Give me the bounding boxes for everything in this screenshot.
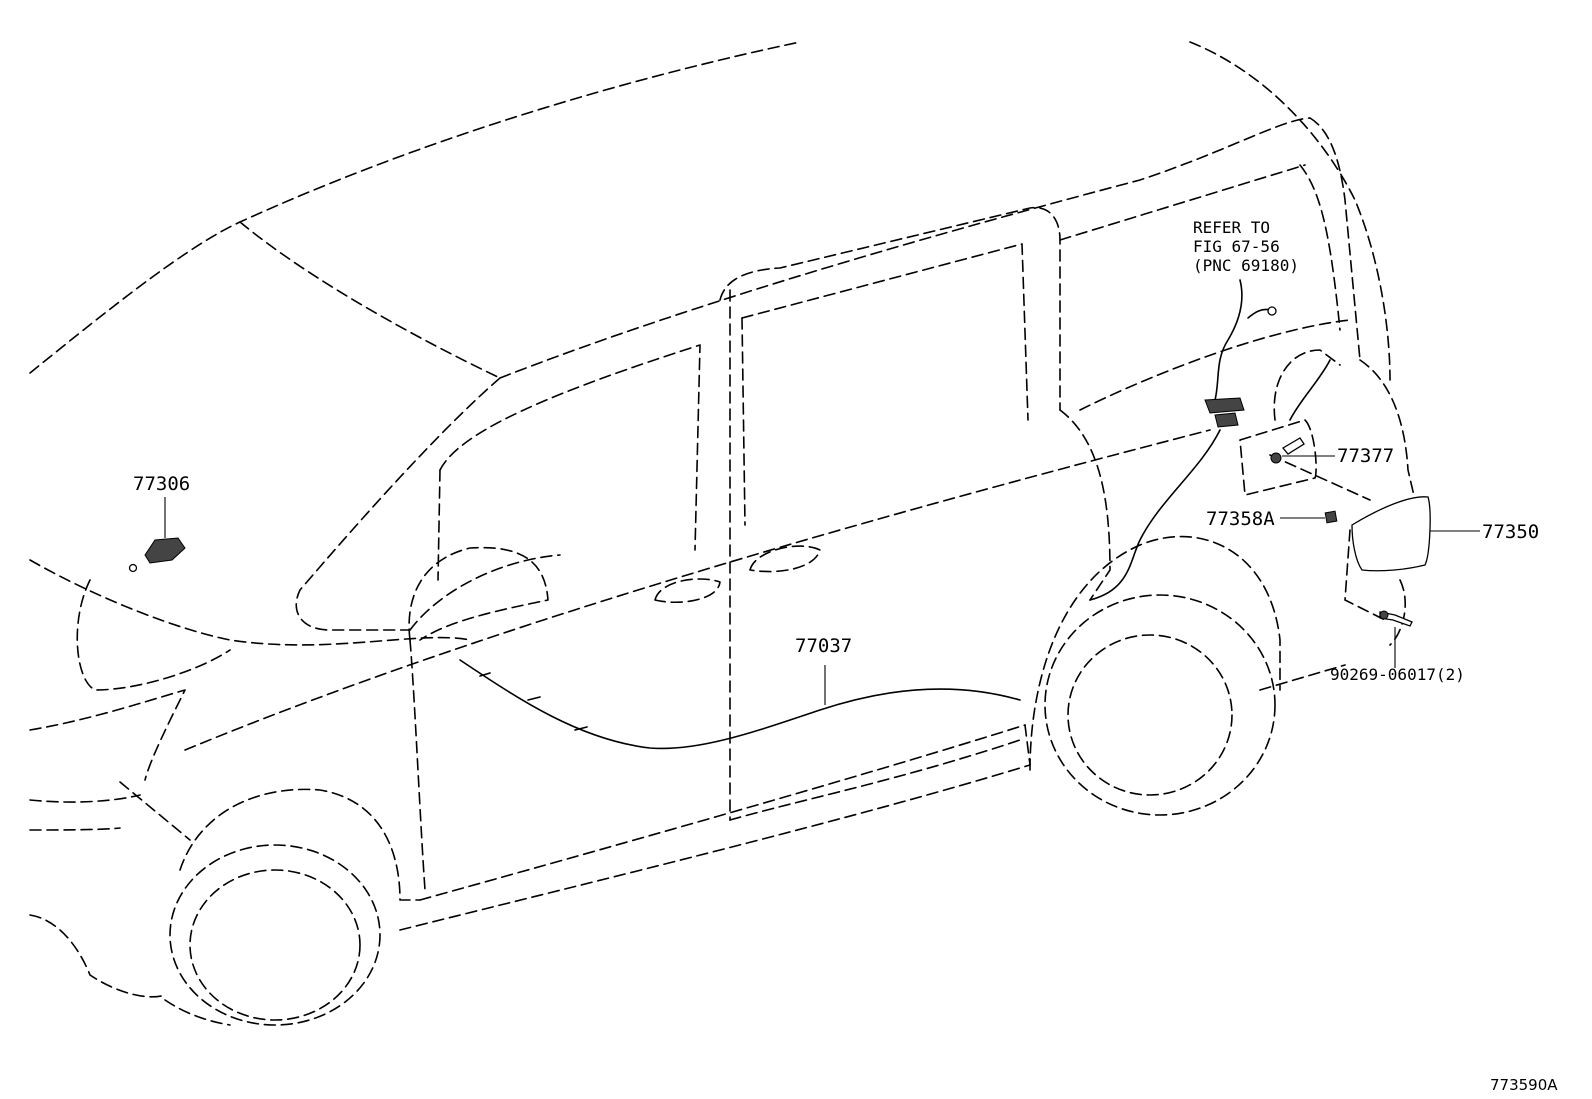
part-77377-lock [1270,437,1335,464]
opener-cable [1204,279,1277,428]
callout-77037: 77037 [795,635,852,657]
reference-note-line2: FIG 67-56 [1193,237,1280,256]
figure-code: 773590A [1490,1076,1558,1094]
callout-77377: 77377 [1337,445,1394,467]
part-90269-screw [1379,610,1413,668]
wire-harness-77037 [459,359,1331,750]
callout-77350: 77350 [1482,521,1539,543]
reference-note-line3: (PNC 69180) [1193,256,1299,275]
vehicle-body-outline [29,41,1416,1026]
callout-77358A: 77358A [1206,508,1275,530]
part-77306-switch [128,497,186,573]
reference-note-line1: REFER TO [1193,218,1270,237]
callout-90269: 90269-06017(2) [1330,665,1465,684]
part-77358A-clip [1280,510,1338,524]
callout-77306: 77306 [133,473,190,495]
part-77350-fuel-lid [1351,496,1480,572]
